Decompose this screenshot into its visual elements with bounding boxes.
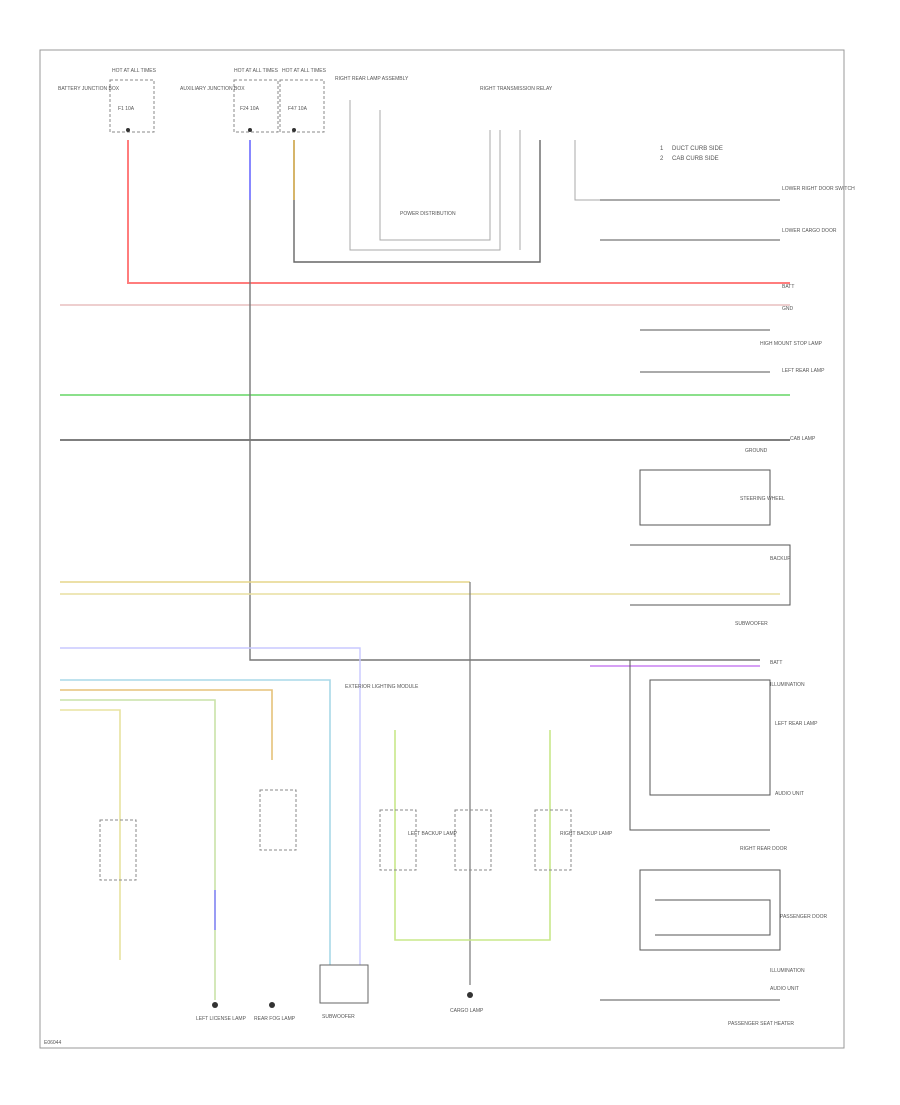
connector-label-1: AUXILIARY JUNCTION BOX [180, 86, 245, 92]
legend-text-1: DUCT CURB SIDE [672, 146, 723, 152]
legend-text-2: CAB CURB SIDE [672, 156, 719, 162]
bottom-label-5: RIGHT BACKUP LAMP [560, 831, 613, 837]
fuse-label-3: HOT AT ALL TIMES [282, 68, 327, 74]
right-label-7: CAB LAMP [790, 436, 816, 442]
right-label-11: BATT [770, 660, 782, 666]
right-label-18: AUDIO UNIT [770, 986, 799, 992]
connector-label-2: RIGHT REAR LAMP ASSEMBLY [335, 76, 409, 82]
connector-label-3: RIGHT TRANSMISSION RELAY [480, 86, 553, 92]
wire-yellow [60, 581, 780, 985]
fuse-label-2: HOT AT ALL TIMES [234, 68, 279, 74]
right-label-3: GND [782, 306, 794, 312]
bottom-label-2: SUBWOOFER [322, 1014, 355, 1020]
right-label-14: AUDIO UNIT [775, 791, 804, 797]
right-labels: LOWER RIGHT DOOR SWITCH LOWER CARGO DOOR… [728, 186, 855, 1027]
wire-red [127, 140, 790, 284]
connector-labels: BATTERY JUNCTION BOX AUXILIARY JUNCTION … [58, 76, 553, 217]
footer-code: E06044 [44, 1040, 61, 1046]
right-label-17: ILLUMINATION [770, 968, 805, 974]
wire-bottom-colored [60, 679, 551, 1000]
fuse-labels: HOT AT ALL TIMES F1 10A HOT AT ALL TIMES… [112, 68, 327, 112]
right-boxes [600, 199, 791, 1001]
bottom-label-3: LEFT BACKUP LAMP [408, 831, 458, 837]
right-label-10: SUBWOOFER [735, 621, 768, 627]
right-label-9: BACKUP [770, 556, 791, 562]
terminal-dots [126, 128, 473, 1008]
bottom-label-0: LEFT LICENSE LAMP [196, 1016, 247, 1022]
bottom-label-4: CARGO LAMP [450, 1008, 484, 1014]
fuse-box-2 [233, 79, 279, 133]
right-label-5: LEFT REAR LAMP [782, 368, 825, 374]
fuse-value-3: F47 10A [288, 106, 308, 112]
fuse-label-1: HOT AT ALL TIMES [112, 68, 157, 74]
wire-gray-harness [349, 100, 600, 251]
right-label-12: ILLUMINATION [770, 682, 805, 688]
legend-marker-1: 1 [660, 146, 664, 152]
right-label-16: PASSENGER DOOR [780, 914, 828, 920]
fuse-box-3 [279, 79, 325, 133]
legend-marker-2: 2 [660, 156, 664, 162]
right-label-19: PASSENGER SEAT HEATER [728, 1021, 794, 1027]
lamp-components [99, 789, 572, 1004]
fuse-value-1: F1 10A [118, 106, 135, 112]
right-label-2: BATT [782, 284, 794, 290]
right-label-13: LEFT REAR LAMP [775, 721, 818, 727]
right-label-6: GROUND [745, 448, 768, 454]
right-label-1: LOWER CARGO DOOR [782, 228, 837, 234]
center-label: EXTERIOR LIGHTING MODULE [345, 684, 419, 690]
right-label-15: RIGHT REAR DOOR [740, 846, 788, 852]
fuse-box-1 [109, 79, 155, 133]
connector-label-0: BATTERY JUNCTION BOX [58, 86, 120, 92]
right-label-8: STEERING WHEEL [740, 496, 785, 502]
right-label-4: HIGH MOUNT STOP LAMP [760, 341, 823, 347]
wire-violet [60, 647, 760, 965]
connector-label-4: POWER DISTRIBUTION [400, 211, 456, 217]
right-label-0: LOWER RIGHT DOOR SWITCH [782, 186, 855, 192]
bottom-label-1: REAR FOG LAMP [254, 1016, 296, 1022]
fuse-value-2: F24 10A [240, 106, 260, 112]
wire-blue-vertical [249, 140, 760, 661]
diagram-border [39, 49, 845, 1049]
legend: 1 DUCT CURB SIDE 2 CAB CURB SIDE [660, 146, 723, 162]
bottom-labels: LEFT LICENSE LAMP REAR FOG LAMP SUBWOOFE… [196, 831, 613, 1022]
wire-tan-vertical [293, 140, 541, 263]
